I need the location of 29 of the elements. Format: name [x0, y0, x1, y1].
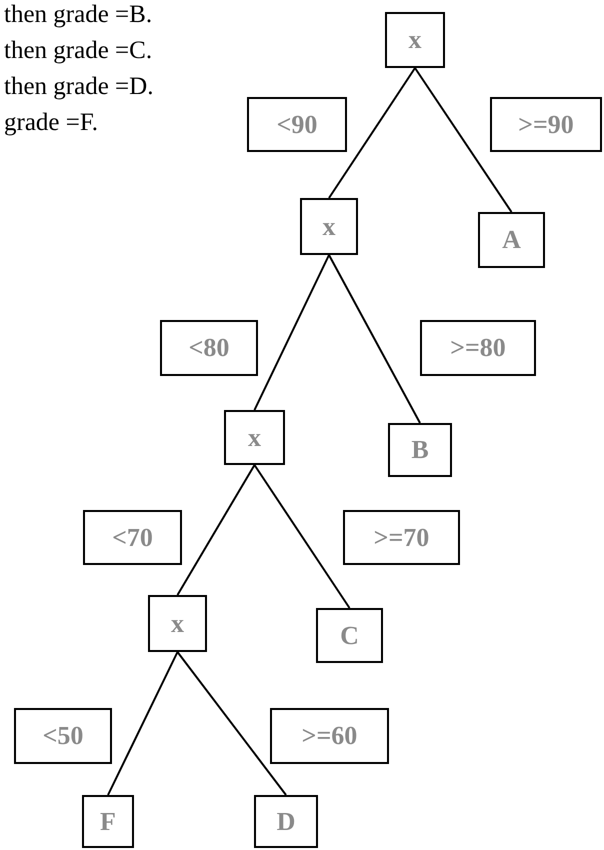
tree-branch-line: [107, 652, 178, 796]
node-box: A: [478, 212, 545, 268]
edge-label: <50: [14, 708, 112, 764]
edge-label: >=60: [270, 708, 389, 764]
tree-branch-line: [328, 67, 416, 199]
edge-label: <70: [83, 510, 182, 565]
node-box: x: [300, 198, 358, 255]
rule-text: grade =F.: [4, 108, 98, 138]
tree-branch-line: [328, 254, 421, 424]
node-box: x: [148, 595, 207, 652]
node-box: C: [316, 608, 383, 663]
edge-label: <90: [247, 97, 347, 152]
tree-branch-line: [254, 464, 350, 609]
node-box: x: [224, 410, 285, 465]
edge-label: >=90: [490, 97, 602, 152]
edge-label: <80: [160, 320, 258, 376]
node-box: D: [254, 795, 318, 848]
node-box: x: [385, 12, 445, 68]
edge-label: >=70: [343, 510, 460, 565]
tree-branch-line: [176, 464, 256, 596]
edge-label: >=80: [420, 320, 536, 376]
tree-branch-line: [176, 651, 287, 796]
rule-text: then grade =C.: [4, 36, 152, 66]
node-box: B: [388, 423, 452, 477]
rule-text: then grade =D.: [4, 72, 154, 102]
node-box: F: [82, 795, 134, 848]
tree-branch-line: [254, 254, 330, 410]
rule-text: then grade =B.: [4, 0, 152, 30]
tree-branch-line: [414, 67, 512, 213]
